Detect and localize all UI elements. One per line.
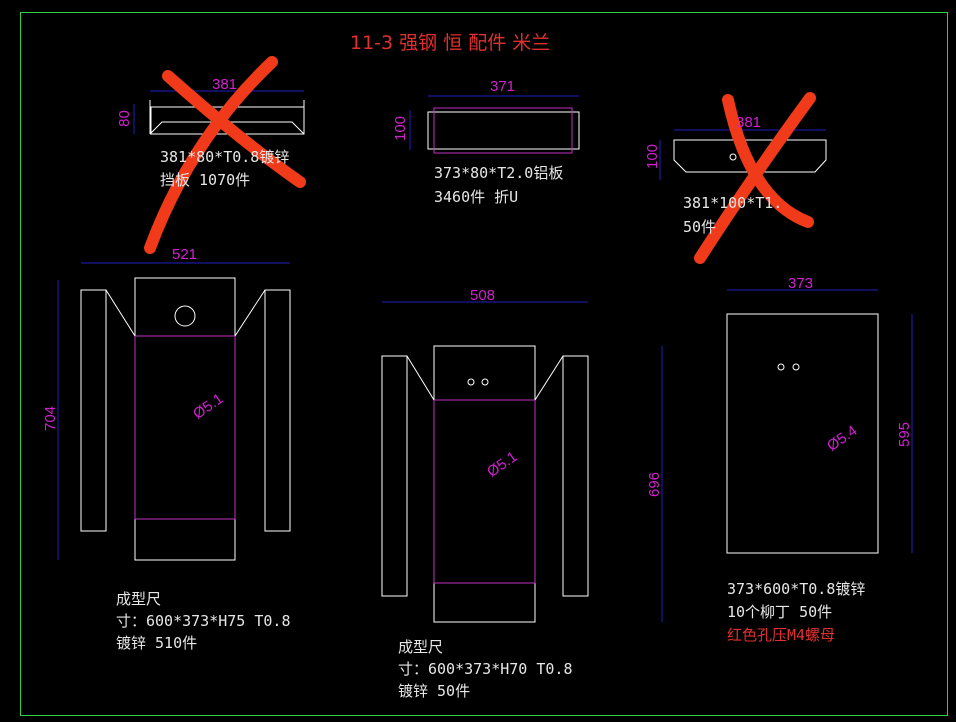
dim-height-3: 100 [644,143,662,170]
dim-width-4: 521 [172,246,198,263]
part-4-line3: 镀锌 510件 [116,634,198,652]
dim-height-2: 100 [392,115,410,142]
part-6-note: 红色孔压M4螺母 [727,626,836,644]
part-5-line2: 寸：600*373*H70 T0.8 [398,660,573,678]
part-3-outline [673,139,827,173]
dim-width-5: 508 [470,287,496,304]
part-4-line2: 寸：600*373*H75 T0.8 [116,612,291,630]
part-4-line1: 成型尺 [116,590,162,608]
part-3-spec: 381*100*T1. [683,194,783,212]
part-2-qty: 3460件 折U [434,188,519,206]
part-5-line1: 成型尺 [398,638,444,656]
part-5-outline [381,345,589,623]
cross-out-mark-2 [694,92,816,264]
dim-height-1: 80 [115,110,133,127]
dim-width-3: 381 [736,114,762,131]
dim-height-5: 696 [646,471,664,498]
part-6-outline [726,313,879,554]
dim-height-4: 704 [42,405,60,432]
dim-width-6: 373 [788,275,814,292]
dim-height-6: 595 [896,421,914,448]
part-2-outline [427,107,580,154]
part-6-line2: 10个柳丁 50件 [727,603,833,621]
part-1-spec: 381*80*T0.8镀锌 [160,148,290,166]
drawing-frame [20,12,948,716]
part-6-line1: 373*600*T0.8镀锌 [727,580,866,598]
part-2-spec: 373*80*T2.0铝板 [434,164,564,182]
dim-width-1: 381 [212,76,238,93]
part-5-line3: 镀锌 50件 [398,682,471,700]
drawing-title: 11-3 强钢 恒 配件 米兰 [350,32,551,54]
part-1-qty: 挡板 1070件 [160,171,251,189]
part-3-qty: 50件 [683,218,717,236]
part-4-outline [80,277,291,561]
dim-width-2: 371 [490,78,516,95]
cross-out-mark-1 [144,56,306,254]
